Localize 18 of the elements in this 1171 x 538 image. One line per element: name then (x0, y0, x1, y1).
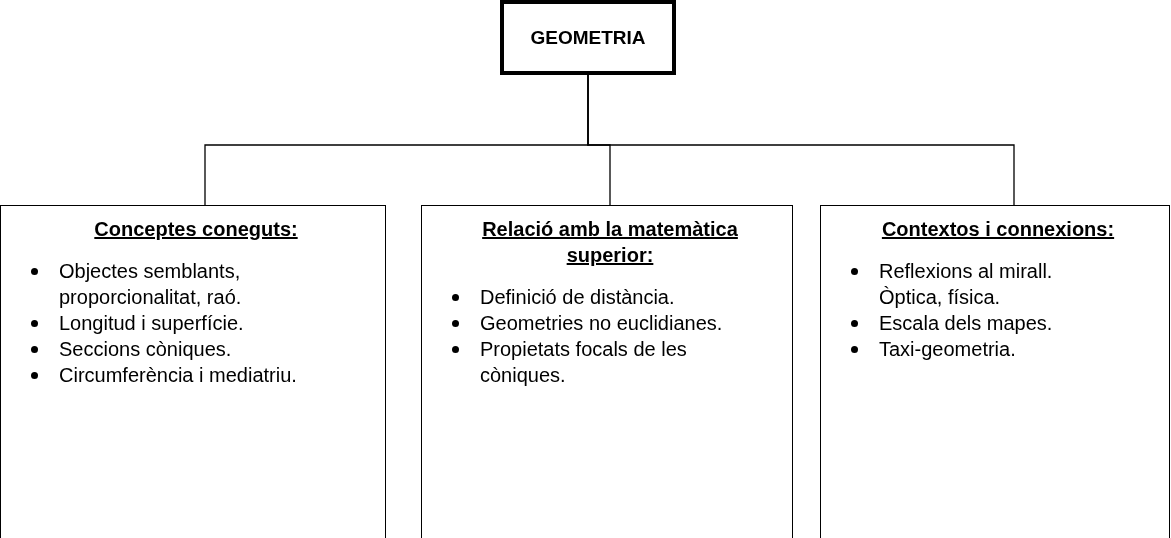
panel-heading: Contextos i connexions: (880, 217, 1116, 242)
panel-heading: Conceptes coneguts: (93, 217, 299, 242)
bullet-item: Longitud i superfície. (59, 311, 244, 336)
bullet-item: Geometries no euclidianes. (480, 311, 723, 336)
topic-panel (0, 205, 386, 538)
topic-panel (820, 205, 1170, 538)
connector-line (587, 74, 1015, 206)
bullet-item: Definició de distància. (480, 285, 675, 310)
bullet-item: Circumferència i mediatriu. (59, 363, 297, 388)
bullet-item: Seccions còniques. (59, 337, 232, 362)
topic-panel (421, 205, 793, 538)
panel-heading: Relació amb la matemàtica superior: (481, 217, 739, 268)
bullet-item: Reflexions al mirall. Òptica, física. (879, 259, 1054, 310)
title-box: GEOMETRIA (500, 0, 676, 75)
bullet-item: Objectes semblants, proporcionalitat, raó. (59, 259, 243, 310)
bullet-item: Escala dels mapes. (879, 311, 1053, 336)
bullet-item: Taxi-geometria. (879, 337, 1016, 362)
bullet-item: Propietats focals de les còniques. (480, 337, 688, 388)
